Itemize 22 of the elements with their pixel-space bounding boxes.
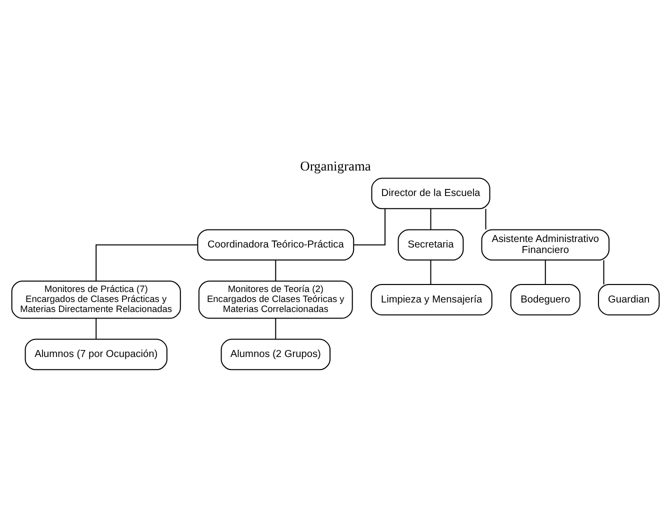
node-box: Monitores de Práctica (7) Encargados de Clases Prácticas y Materias Directamente Relacionadas — [11, 280, 181, 319]
connector — [96, 244, 198, 282]
node-box: Alumnos (2 Grupos) — [220, 338, 331, 370]
node-box: Secretaria — [398, 229, 464, 261]
connector — [354, 208, 386, 246]
connector — [275, 318, 276, 340]
node-box: Director de la Escuela — [371, 178, 490, 210]
connector — [275, 260, 276, 281]
node-box: Monitores de Teoría (2) Encargados de Clases Teóricas y Materias Correlacionadas — [198, 280, 353, 319]
node-box: Limpieza y Mensajería — [370, 284, 492, 316]
connector — [603, 260, 604, 284]
node-box: Alumnos (7 por Ocupación) — [24, 338, 168, 370]
connector — [96, 318, 97, 340]
connector — [430, 260, 432, 284]
node-box: Guardian — [598, 284, 660, 316]
node-box: Bodeguero — [510, 284, 580, 316]
connector — [430, 208, 432, 230]
connector — [485, 208, 486, 230]
diagram-title: Organigrama — [300, 158, 371, 174]
connector — [544, 260, 546, 284]
node-box: Coordinadora Teórico-Práctica — [197, 229, 354, 261]
node-box: Asistente Administrativo Financiero — [481, 229, 610, 261]
